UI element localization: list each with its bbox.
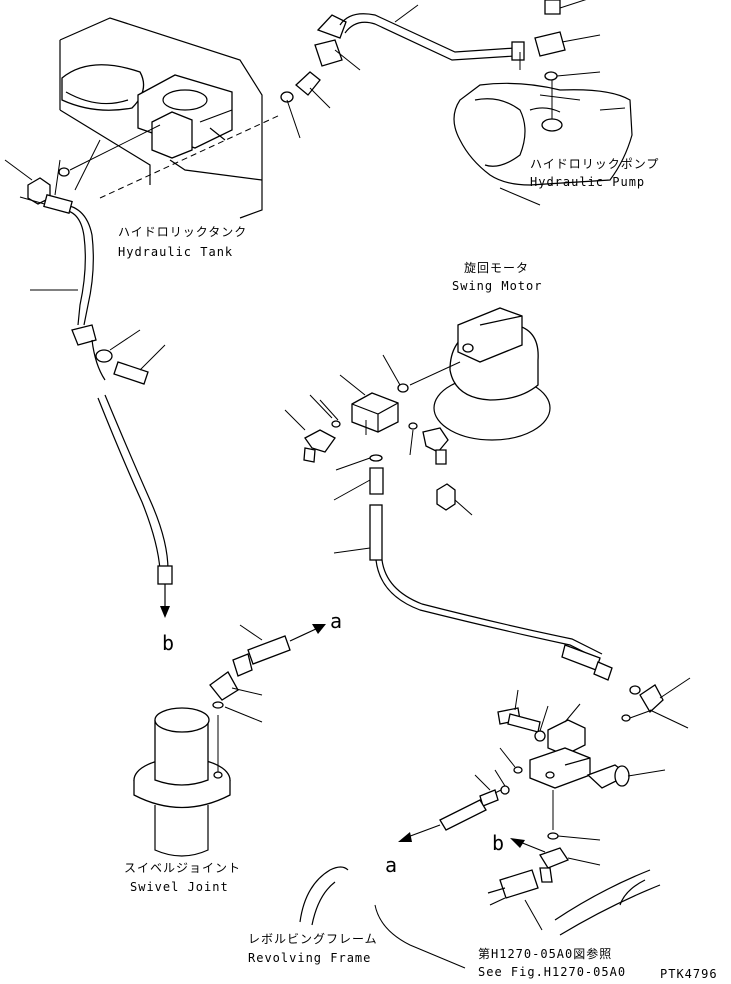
elbow-fitting-tank <box>4 159 51 206</box>
hose-center-to-right <box>375 559 601 661</box>
see-fig-label-en: See Fig.H1270-05A0 <box>478 965 626 979</box>
hose-end-fitting <box>561 644 601 671</box>
alignment-dashed-line <box>99 114 281 199</box>
swivel-joint-label-en: Swivel Joint <box>130 880 229 894</box>
hydraulic-pump <box>453 80 633 206</box>
revolving-frame <box>299 866 466 969</box>
hydraulic-tank-label-en: Hydraulic Tank <box>118 245 233 259</box>
swivel-joint-label-jp: スイベルジョイント <box>124 861 241 875</box>
hydraulic-tank <box>54 17 263 219</box>
ref-b-left: b <box>162 631 174 655</box>
drawing-code: PTK4796 <box>660 967 718 981</box>
see-fig-label-jp: 第H1270-05A0図参照 <box>478 946 612 961</box>
hydraulic-pump-label-jp: ハイドロリックポンプ <box>530 157 659 171</box>
ref-b-right: b <box>492 831 504 855</box>
swivel-joint <box>133 624 326 857</box>
manifold-block <box>284 374 473 561</box>
o-ring <box>58 167 70 177</box>
revolving-frame-label-en: Revolving Frame <box>248 951 371 965</box>
hydraulic-pump-label-en: Hydraulic Pump <box>530 175 645 189</box>
swing-motor <box>382 307 551 441</box>
ref-a-bottom: a <box>385 853 397 877</box>
pump-hose-assembly <box>280 0 601 139</box>
leader-line <box>69 124 161 171</box>
hose-tank-to-b <box>30 194 173 618</box>
swing-motor-label-jp: 旋回モータ <box>464 261 529 275</box>
revolving-frame-label-jp: レボルビングフレーム <box>248 932 378 946</box>
right-block-assembly <box>398 689 666 936</box>
swing-motor-label-en: Swing Motor <box>452 279 542 293</box>
hydraulic-tank-label-jp: ハイドロリックタンク <box>118 225 247 239</box>
ref-a-top: a <box>330 609 342 633</box>
